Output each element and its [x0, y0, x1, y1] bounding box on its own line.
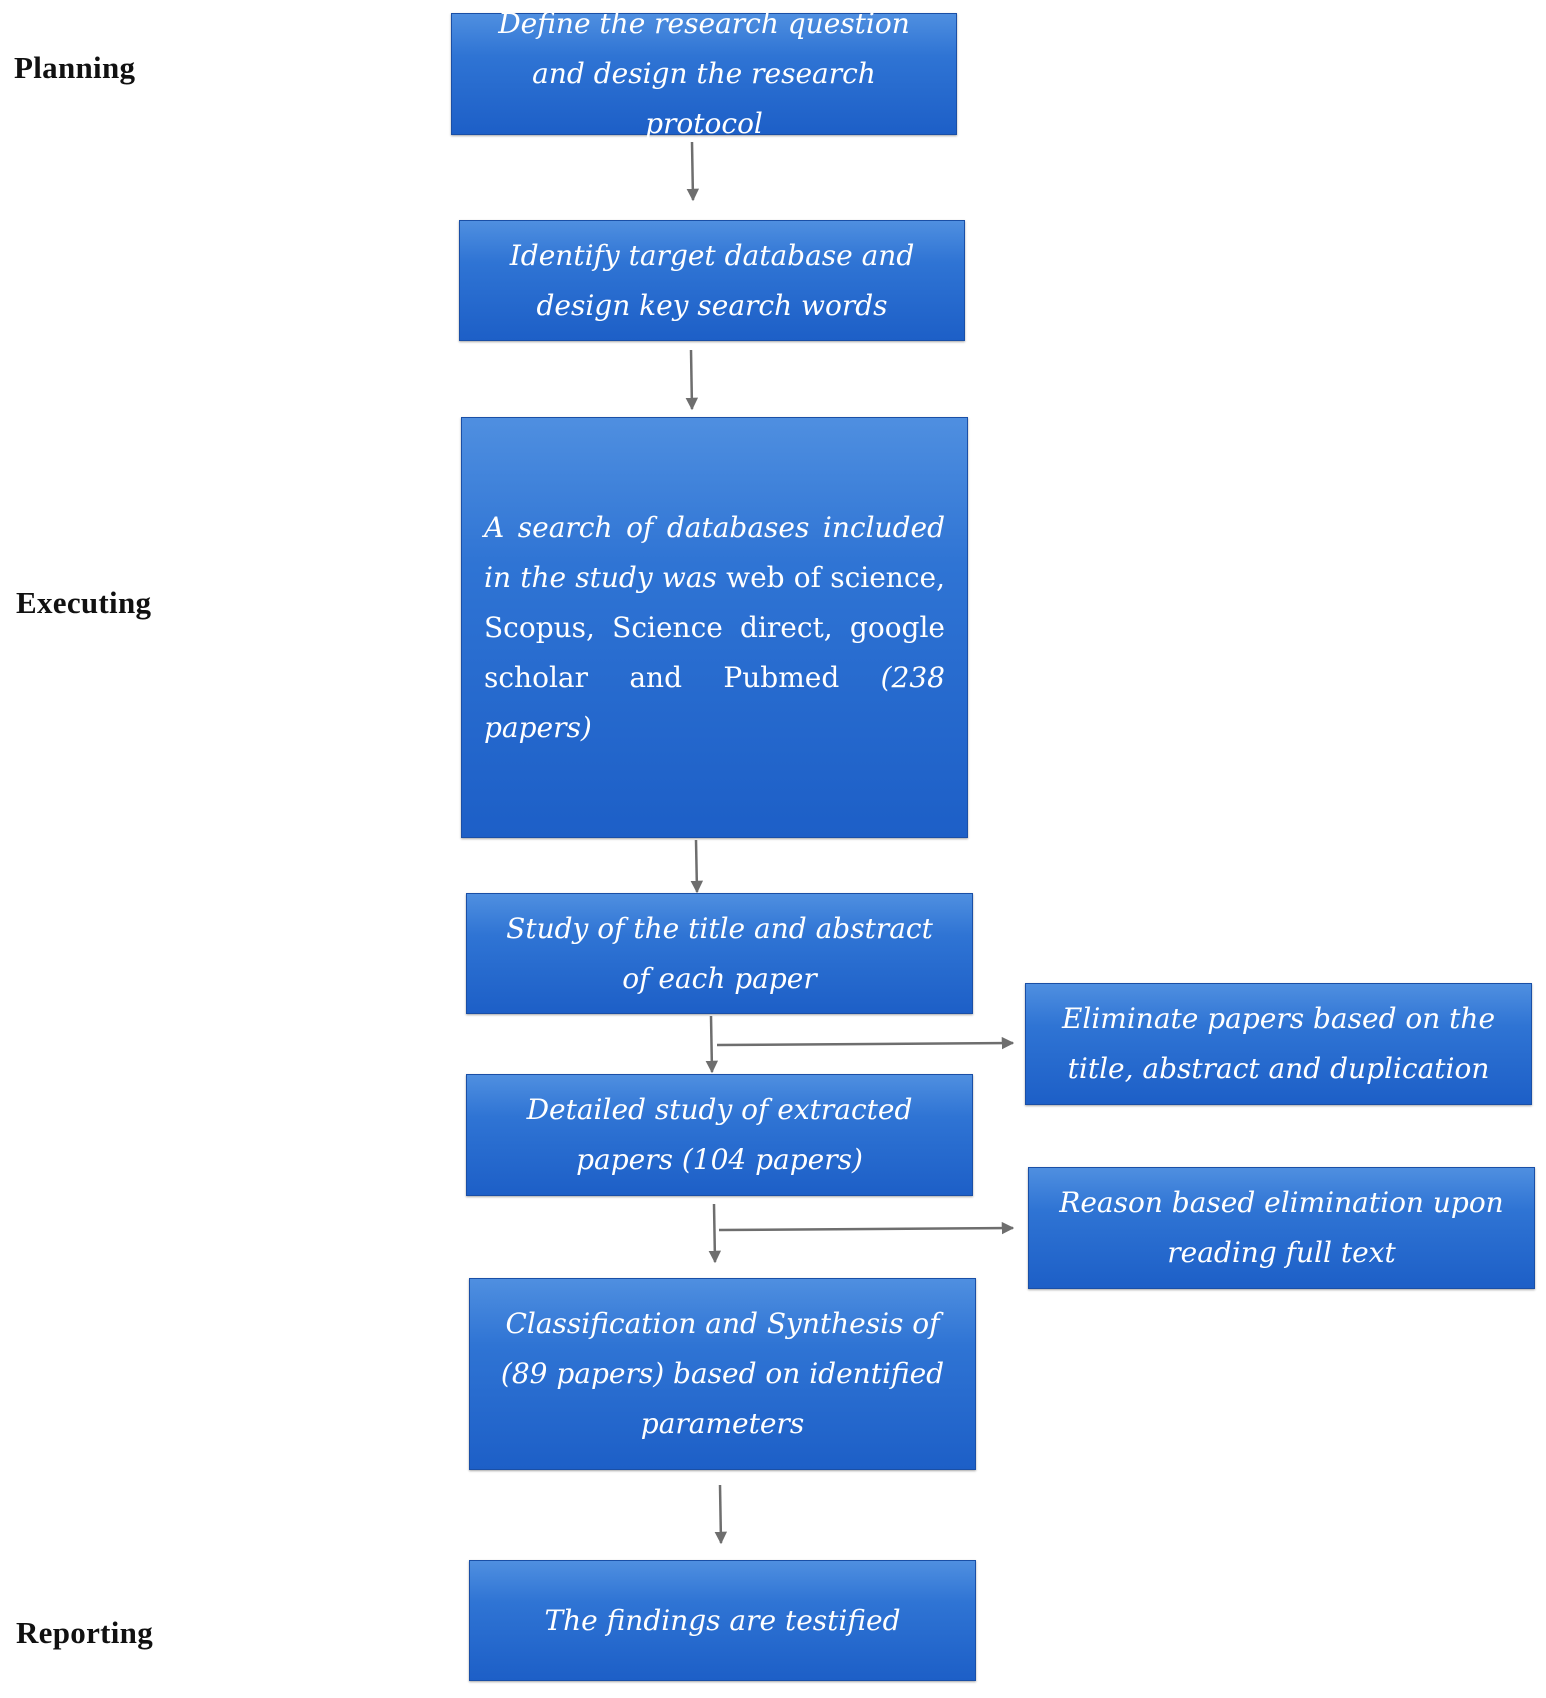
arrow-search-to-study — [690, 839, 704, 894]
box-search-text: A search of databases included in the st… — [484, 503, 945, 753]
stage-label-reporting: Reporting — [16, 1615, 154, 1650]
arrow-classification-to-findings — [714, 1484, 728, 1545]
stage-label-executing: Executing — [16, 585, 152, 620]
box-classification-synthesis: Classification and Synthesis of (89 pape… — [469, 1278, 976, 1470]
box-identify-text: Identify target database and design key … — [509, 238, 915, 322]
search-text-databases: web of science, Scopus, Science direct, … — [484, 560, 945, 694]
box-findings: The findings are testified — [469, 1560, 976, 1681]
box-eliminate-text: Eliminate papers based on the title, abs… — [1061, 1002, 1496, 1085]
stage-label-planning: Planning — [14, 50, 136, 85]
arrow-identify-to-search — [685, 349, 699, 411]
arrow-detailed-to-classification — [708, 1203, 722, 1264]
arrow-study-to-detailed — [705, 1015, 719, 1074]
arrow-detailed-to-reason — [718, 1221, 1015, 1235]
box-detailed-study: Detailed study of extracted papers (104 … — [466, 1074, 973, 1196]
box-define-research-question: Define the research question and design … — [451, 7, 957, 140]
arrow-define-to-identify — [686, 141, 700, 202]
box-study-title-text: Study of the title and abstract of each … — [506, 911, 933, 995]
box-define-text: Define the research question and design … — [498, 7, 910, 140]
box-reason-elimination: Reason based elimination upon reading fu… — [1028, 1167, 1535, 1289]
search-text-count: (238 papers) — [484, 660, 945, 744]
box-identify-database: Identify target database and design key … — [459, 220, 965, 341]
box-findings-text: The findings are testified — [544, 1603, 901, 1637]
box-eliminate-title-abstract: Eliminate papers based on the title, abs… — [1025, 983, 1532, 1105]
arrow-study-to-eliminate — [716, 1036, 1015, 1050]
search-text-intro: A search of databases included in the st… — [484, 510, 945, 594]
box-classification-text: Classification and Synthesis of (89 pape… — [500, 1307, 945, 1440]
box-database-search: A search of databases included in the st… — [461, 417, 968, 838]
box-study-title-abstract: Study of the title and abstract of each … — [466, 893, 973, 1014]
box-detailed-text: Detailed study of extracted papers (104 … — [526, 1093, 913, 1176]
box-reason-text: Reason based elimination upon reading fu… — [1059, 1186, 1504, 1269]
